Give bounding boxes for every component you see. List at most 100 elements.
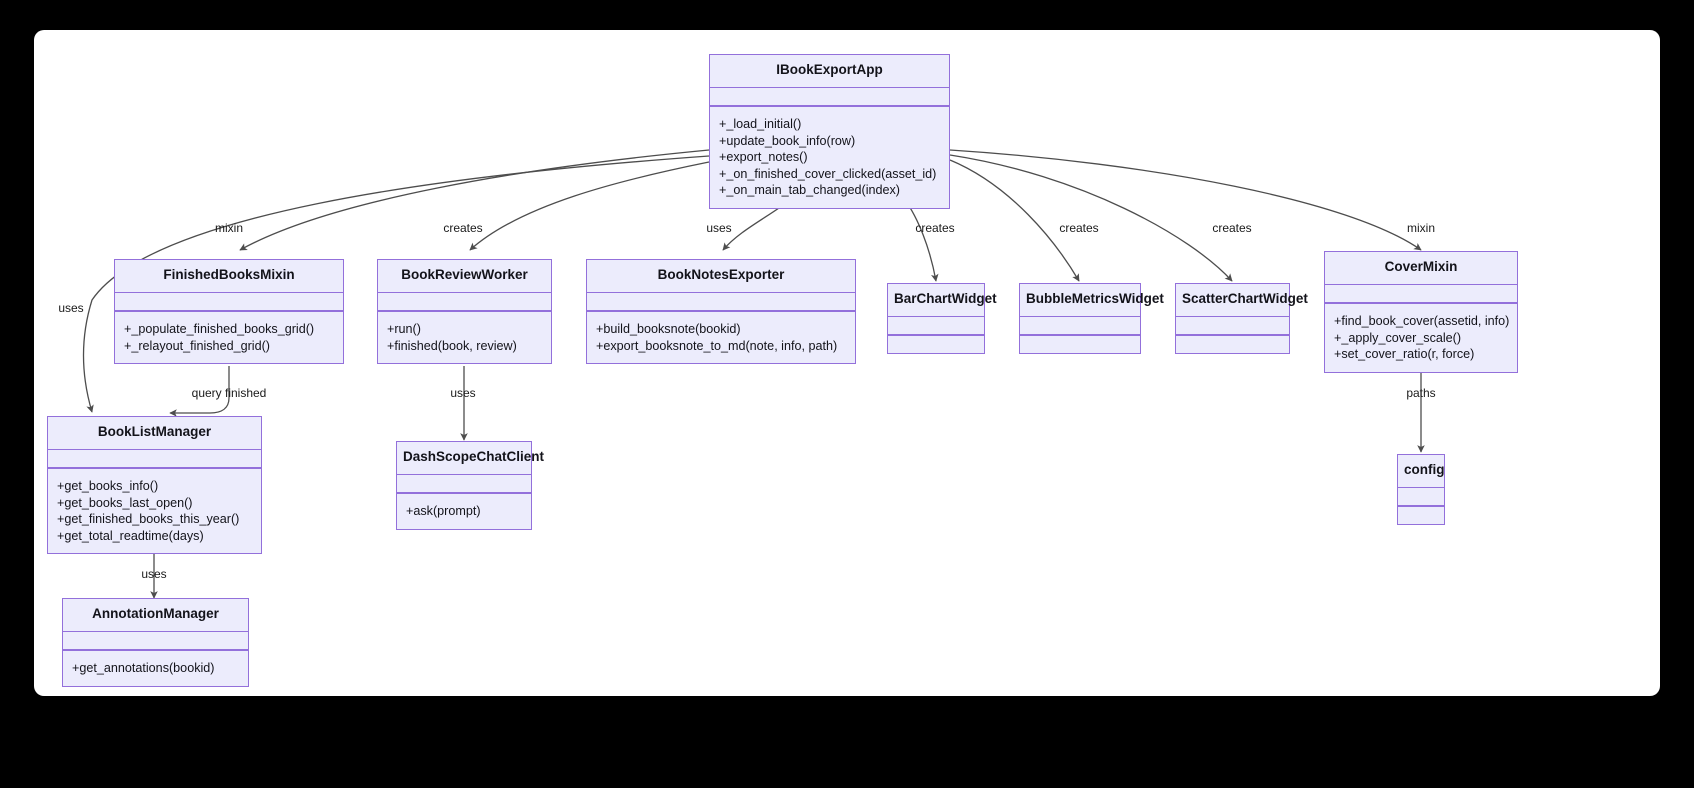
- class-attributes: [115, 293, 343, 310]
- operation: +_apply_cover_scale(): [1334, 330, 1462, 345]
- class-separator: [587, 291, 855, 294]
- class-title: config: [1404, 462, 1445, 477]
- edge-label-uses: uses: [450, 386, 476, 400]
- class-node-bookreviewworker[interactable]: BookReviewWorker +run() +finished(book, …: [377, 259, 552, 365]
- operation: +_on_finished_cover_clicked(asset_id): [719, 166, 937, 181]
- operation: +export_notes(): [719, 150, 808, 165]
- class-separator: [1020, 334, 1140, 337]
- class-attributes: [378, 293, 551, 310]
- class-attributes: [397, 475, 531, 492]
- class-operations: +get_books_info() +get_books_last_open()…: [48, 469, 261, 553]
- class-operations: [1398, 507, 1444, 524]
- class-operations: +_load_initial() +update_book_info(row) …: [710, 107, 949, 208]
- class-separator: [710, 86, 949, 89]
- class-separator: [587, 310, 855, 313]
- operation: +find_book_cover(assetid, info): [1334, 314, 1510, 329]
- class-operations: +find_book_cover(assetid, info) +_apply_…: [1325, 304, 1517, 372]
- class-title: FinishedBooksMixin: [163, 267, 295, 282]
- class-separator: [397, 473, 531, 476]
- class-operations: +get_annotations(bookid): [63, 651, 248, 686]
- class-separator: [888, 315, 984, 318]
- class-attributes: [1176, 317, 1289, 334]
- operation: +get_finished_books_this_year(): [57, 512, 240, 527]
- class-node-dashscopechatclient[interactable]: DashScopeChatClient +ask(prompt): [396, 441, 545, 530]
- class-attributes: [1020, 317, 1140, 334]
- edge-label-uses: uses: [706, 221, 732, 235]
- class-operations: +ask(prompt): [397, 494, 531, 529]
- class-attributes: [888, 317, 984, 334]
- class-title: ScatterChartWidget: [1182, 291, 1308, 306]
- class-node-booklistmanager[interactable]: BookListManager +get_books_info() +get_b…: [47, 416, 262, 555]
- class-node-ibookexportapp[interactable]: IBookExportApp +_load_initial() +update_…: [709, 54, 950, 209]
- operation: +build_booksnote(bookid): [596, 322, 741, 337]
- class-attributes: [1398, 488, 1444, 505]
- class-attributes: [48, 450, 261, 467]
- class-separator: [710, 105, 949, 108]
- class-operations: +build_booksnote(bookid) +export_booksno…: [587, 312, 855, 363]
- class-separator: [888, 334, 984, 337]
- operation: +update_book_info(row): [719, 133, 856, 148]
- operation: +set_cover_ratio(r, force): [1334, 347, 1475, 362]
- class-operations: [888, 336, 984, 353]
- operation: +ask(prompt): [406, 504, 481, 519]
- class-attributes: [710, 88, 949, 105]
- class-operations: [1020, 336, 1140, 353]
- class-separator: [48, 467, 261, 470]
- class-node-finishedbooksmixin[interactable]: FinishedBooksMixin +_populate_finished_b…: [114, 259, 344, 365]
- class-node-booknotesexporter[interactable]: BookNotesExporter +build_booksnote(booki…: [586, 259, 856, 365]
- edge-label-mixin: mixin: [1406, 221, 1436, 235]
- class-node-barchartwidget[interactable]: BarChartWidget: [887, 283, 997, 355]
- operation: +finished(book, review): [387, 338, 517, 353]
- class-separator: [1325, 302, 1517, 305]
- class-separator: [378, 310, 551, 313]
- class-title: CoverMixin: [1384, 259, 1458, 274]
- class-separator: [1398, 486, 1444, 489]
- class-attributes: [1325, 285, 1517, 302]
- class-separator: [1398, 505, 1444, 508]
- class-node-bubblemetricswidget[interactable]: BubbleMetricsWidget: [1019, 283, 1164, 355]
- class-title: BubbleMetricsWidget: [1026, 291, 1164, 306]
- operation: +_populate_finished_books_grid(): [124, 322, 315, 337]
- class-operations: +run() +finished(book, review): [378, 312, 551, 363]
- class-title: BarChartWidget: [894, 291, 997, 306]
- class-separator: [397, 492, 531, 495]
- operation: +get_books_last_open(): [57, 495, 193, 510]
- class-node-covermixin[interactable]: CoverMixin +find_book_cover(assetid, inf…: [1324, 251, 1518, 373]
- class-operations: [1176, 336, 1289, 353]
- class-separator: [1020, 315, 1140, 318]
- operation: +get_annotations(bookid): [72, 661, 215, 676]
- class-attributes: [63, 632, 248, 649]
- edge-label-uses: uses: [141, 567, 167, 581]
- class-title: BookReviewWorker: [401, 267, 528, 282]
- class-node-scatterchartwidget[interactable]: ScatterChartWidget: [1175, 283, 1308, 355]
- class-operations: +_populate_finished_books_grid() +_relay…: [115, 312, 343, 363]
- class-separator: [378, 291, 551, 294]
- edge-label-creates: creates: [443, 221, 483, 235]
- class-separator: [63, 649, 248, 652]
- class-separator: [115, 310, 343, 313]
- operation: +export_booksnote_to_md(note, info, path…: [596, 338, 838, 353]
- class-attributes: [587, 293, 855, 310]
- edge-label-paths: paths: [1406, 386, 1436, 400]
- edge-label-mixin: mixin: [214, 221, 244, 235]
- operation: +_relayout_finished_grid(): [124, 338, 270, 353]
- edge-label-creates: creates: [915, 221, 955, 235]
- class-title: AnnotationManager: [92, 606, 219, 621]
- edge-label-creates: creates: [1212, 221, 1252, 235]
- operation: +get_books_info(): [57, 479, 159, 494]
- class-title: BookNotesExporter: [657, 267, 785, 282]
- class-title: DashScopeChatClient: [403, 449, 545, 464]
- operation: +_load_initial(): [719, 117, 802, 132]
- class-separator: [115, 291, 343, 294]
- class-title: IBookExportApp: [776, 62, 883, 77]
- operation: +get_total_readtime(days): [57, 528, 204, 543]
- edge-label-creates: creates: [1059, 221, 1099, 235]
- class-separator: [48, 448, 261, 451]
- edge-label-query-finished: query finished: [191, 386, 267, 400]
- edge-label-uses: uses: [58, 301, 84, 315]
- class-node-config[interactable]: config: [1397, 454, 1445, 526]
- class-node-annotationmanager[interactable]: AnnotationManager +get_annotations(booki…: [62, 598, 249, 687]
- class-separator: [1176, 334, 1289, 337]
- operation: +_on_main_tab_changed(index): [719, 183, 900, 198]
